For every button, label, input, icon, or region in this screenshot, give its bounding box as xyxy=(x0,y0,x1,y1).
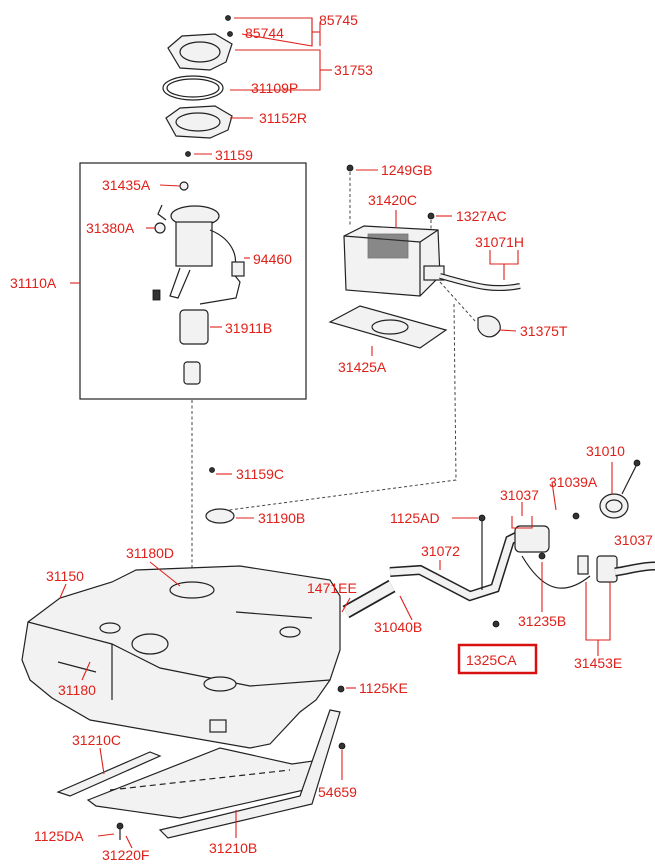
part-label-31180[interactable]: 31180 xyxy=(58,682,96,698)
part-label-31911B[interactable]: 31911B xyxy=(225,320,272,336)
part-label-31180D[interactable]: 31180D xyxy=(126,545,174,561)
part-label-31420C[interactable]: 31420C xyxy=(368,192,417,208)
part-label-31210C[interactable]: 31210C xyxy=(72,732,121,748)
part-label-31152R[interactable]: 31152R xyxy=(259,110,307,126)
part-label-31380A[interactable]: 31380A xyxy=(86,220,135,236)
tank-leaders xyxy=(59,473,356,849)
fuel-filter[interactable] xyxy=(179,309,209,385)
part-label-31037-right[interactable]: 31037 xyxy=(614,532,653,548)
canister-bolt xyxy=(346,164,354,172)
part-label-31010[interactable]: 31010 xyxy=(586,443,625,459)
canister-hose-dash xyxy=(439,281,477,323)
part-label-31375T[interactable]: 31375T xyxy=(520,323,568,339)
part-label-1125AD[interactable]: 1125AD xyxy=(390,510,440,526)
part-label-31425A[interactable]: 31425A xyxy=(338,359,387,375)
pump-cover-plate[interactable] xyxy=(167,33,233,71)
part-label-31109P[interactable]: 31109P xyxy=(251,80,298,96)
filler-neck-pipe[interactable] xyxy=(389,512,591,602)
pump-leaders xyxy=(70,17,332,328)
retaining-ring[interactable] xyxy=(165,105,233,139)
part-label-31453E[interactable]: 31453E xyxy=(574,655,622,671)
part-label-1249GB[interactable]: 1249GB xyxy=(381,162,432,178)
part-label-54659[interactable]: 54659 xyxy=(318,784,357,800)
tank-bolts xyxy=(116,685,346,840)
tank-sender-plate[interactable] xyxy=(205,467,235,524)
part-label-31235B[interactable]: 31235B xyxy=(518,613,566,629)
clip-1325CA xyxy=(492,620,500,628)
hose-clip-31375T[interactable] xyxy=(477,315,501,338)
part-label-31210B[interactable]: 31210B xyxy=(209,840,257,856)
canister-leaders xyxy=(356,169,519,356)
canister-nut xyxy=(427,212,435,220)
part-label-31220F[interactable]: 31220F xyxy=(102,847,149,863)
pump-module-box xyxy=(79,162,307,400)
part-label-31039A[interactable]: 31039A xyxy=(549,474,598,490)
part-label-31190B[interactable]: 31190B xyxy=(258,510,305,526)
part-label-94460[interactable]: 94460 xyxy=(253,251,292,267)
fuel-pump-module[interactable] xyxy=(152,181,245,305)
part-label-1327AC[interactable]: 1327AC xyxy=(456,208,507,224)
fuel-tank[interactable] xyxy=(21,565,341,749)
pump-bolt xyxy=(185,151,191,157)
part-label-85745[interactable]: 85745 xyxy=(319,12,358,28)
part-label-31110A[interactable]: 31110A xyxy=(10,275,57,291)
part-label-31040B[interactable]: 31040B xyxy=(374,619,422,635)
pump-gasket[interactable] xyxy=(162,75,224,101)
part-label-31071H[interactable]: 31071H xyxy=(475,234,524,250)
filler-leaders xyxy=(341,462,613,656)
tank-strap-31210C[interactable] xyxy=(56,751,162,797)
charcoal-canister[interactable] xyxy=(343,225,445,297)
part-label-1125KE[interactable]: 1125KE xyxy=(359,680,408,696)
tank-strap-31210B[interactable] xyxy=(158,709,341,839)
fuel-filler-cap[interactable] xyxy=(599,459,641,519)
part-label-1325CA[interactable]: 1325CA xyxy=(466,652,517,668)
vent-hose-31453E[interactable] xyxy=(577,555,655,583)
cover-screws xyxy=(225,15,233,37)
canister-to-tank-dash xyxy=(213,303,457,513)
vapor-hose[interactable] xyxy=(439,273,521,292)
canister-bracket[interactable] xyxy=(328,305,448,349)
part-label-1125DA[interactable]: 1125DA xyxy=(34,828,84,844)
part-label-31072[interactable]: 31072 xyxy=(421,543,460,559)
part-label-31159C[interactable]: 31159C xyxy=(236,466,284,482)
part-label-31753[interactable]: 31753 xyxy=(334,62,373,78)
part-label-31037-top[interactable]: 31037 xyxy=(500,487,539,503)
part-label-1471EE[interactable]: 1471EE xyxy=(307,580,357,596)
clip-31235B xyxy=(538,552,546,560)
part-label-31150[interactable]: 31150 xyxy=(46,568,84,584)
part-label-31435A[interactable]: 31435A xyxy=(102,177,151,193)
highlight-box-1325CA xyxy=(457,643,538,675)
part-label-31159[interactable]: 31159 xyxy=(215,147,253,163)
part-label-85744[interactable]: 85744 xyxy=(245,25,284,41)
